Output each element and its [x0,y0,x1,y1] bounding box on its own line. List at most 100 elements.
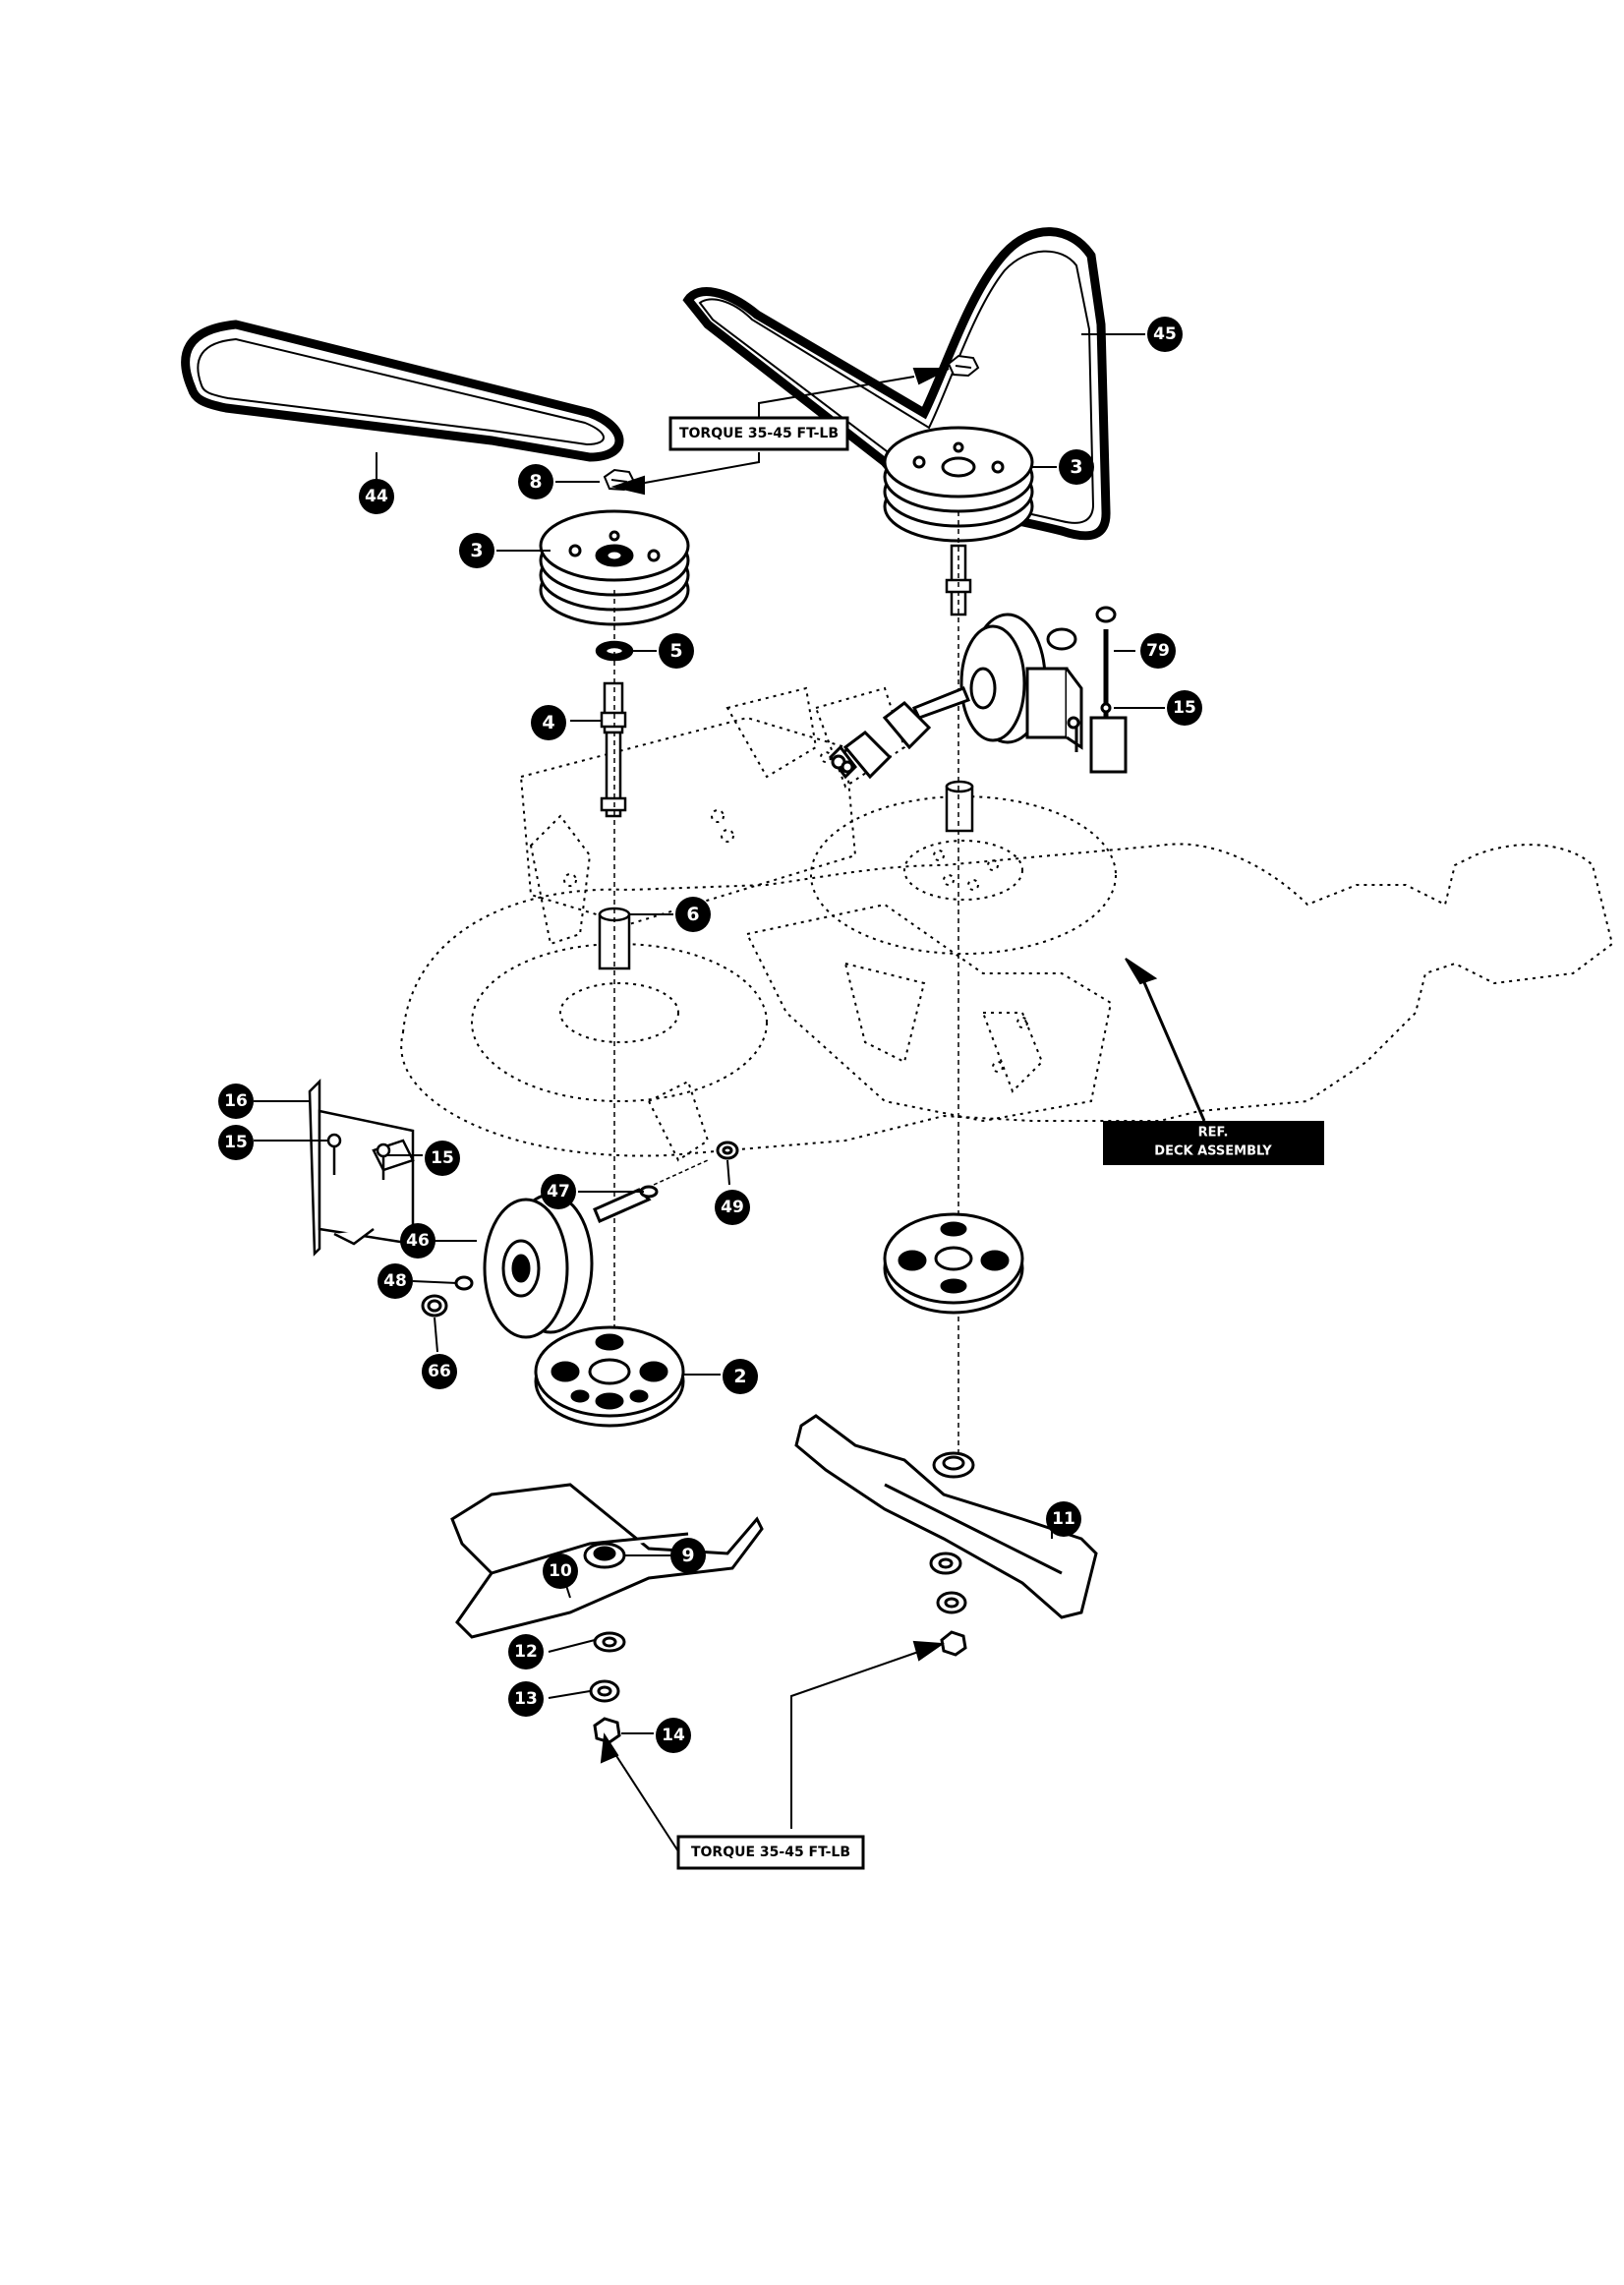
callout-number: 44 [365,487,388,506]
blade-adapter-right [883,1212,1024,1315]
bracket-left [308,1078,415,1257]
callout-number: 10 [549,1561,572,1581]
torque-box-bottom: TORQUE 35-45 FT-LB [676,1835,865,1870]
callout-bubble [659,633,694,669]
pulley-right [883,426,1034,543]
callout-number: 3 [470,540,483,561]
part-callout-79: 79 [1140,633,1176,669]
deck-assembly-label: DECK ASSEMBLY [1154,1144,1272,1159]
part-callout-3: 3 [459,533,494,568]
right-washers [929,1451,975,1657]
nut-right [947,354,980,378]
callout-bubble [1059,449,1094,485]
part-callout-10: 10 [543,1553,578,1589]
part-callout-15: 15 [425,1141,460,1176]
spindle-left [595,590,634,1396]
left-washers [583,1542,626,1744]
torque-label-bottom: TORQUE 35-45 FT-LB [691,1845,850,1860]
callout-number: 15 [1173,698,1196,718]
belt-44 [181,320,624,462]
part-callout-16: 16 [218,1084,254,1119]
callout-bubble [675,897,711,932]
callout-number: 47 [547,1182,570,1201]
callout-number: 13 [514,1689,538,1709]
part-bubbles: 44 45 8 3 3 5 4 79 15 6 16 15 15 47 49 46 48 66 2 9 10 11 12 13… [218,317,1202,1753]
part-callout-12: 12 [508,1634,544,1670]
callout-bubble [723,1359,758,1394]
callout-bubble [543,1553,578,1589]
part-callout-6: 6 [675,897,711,932]
part-callout-47: 47 [541,1174,576,1209]
torque-label-top: TORQUE 35-45 FT-LB [679,426,839,441]
part-callout-15: 15 [1167,690,1202,726]
callout-bubble [656,1718,691,1753]
spindle-right [945,511,974,1465]
callout-bubble [1140,633,1176,669]
callout-bubble [422,1354,457,1389]
part-callout-11: 11 [1046,1501,1081,1537]
part-callout-48: 48 [377,1263,413,1299]
part-callout-66: 66 [422,1354,457,1389]
callout-bubble [218,1084,254,1119]
torque-box-top: TORQUE 35-45 FT-LB [668,416,849,451]
callout-bubble [400,1223,435,1259]
callout-number: 79 [1146,641,1170,661]
callout-number: 66 [428,1362,451,1381]
callout-bubble [1167,690,1202,726]
part-callout-46: 46 [400,1223,435,1259]
callout-number: 15 [431,1148,454,1168]
part-callout-4: 4 [531,705,566,740]
callout-number: 48 [383,1271,407,1291]
callout-number: 12 [514,1642,538,1662]
callout-bubble [459,533,494,568]
gauge-wheel-right [829,606,1128,780]
callout-bubble [508,1634,544,1670]
callout-bubble [1046,1501,1081,1537]
callout-bubble [541,1174,576,1209]
callout-number: 15 [224,1133,248,1152]
callout-number: 46 [406,1231,430,1251]
part-callout-44: 44 [359,479,394,514]
callout-bubble [715,1190,750,1225]
part-callout-15: 15 [218,1125,254,1160]
callout-bubble [518,464,553,499]
ref-label: REF. [1198,1126,1229,1141]
callout-bubble [508,1681,544,1717]
callout-bubble [670,1538,706,1573]
blade-adapter-left [534,1325,685,1428]
callout-number: 6 [686,904,699,925]
callout-number: 45 [1153,324,1177,344]
callout-bubble [425,1141,460,1176]
part-callout-2: 2 [723,1359,758,1394]
callout-number: 2 [733,1366,746,1387]
part-callout-5: 5 [659,633,694,669]
callout-bubble [377,1263,413,1299]
callout-number: 3 [1070,456,1082,478]
part-callout-45: 45 [1147,317,1183,352]
callout-number: 5 [669,640,682,662]
callout-number: 8 [529,471,542,493]
callout-bubble [1147,317,1183,352]
callout-bubble [531,705,566,740]
callout-number: 14 [662,1726,685,1745]
callout-bubble [218,1125,254,1160]
callout-bubble [359,479,394,514]
torque-arrows [600,368,950,1852]
blade-right [794,1414,1098,1619]
deck-housing [400,686,1614,1162]
part-callout-14: 14 [656,1718,691,1753]
ref-deck-box: REF. DECK ASSEMBLY [1103,1121,1324,1165]
callout-number: 9 [681,1545,694,1566]
part-callout-3: 3 [1059,449,1094,485]
pulley-left [539,509,690,626]
callout-number: 4 [542,712,554,733]
leader-lines [254,333,1206,1734]
callout-number: 49 [721,1198,744,1217]
callout-number: 11 [1052,1509,1075,1529]
part-callout-49: 49 [715,1190,750,1225]
part-callout-9: 9 [670,1538,706,1573]
part-callout-8: 8 [518,464,553,499]
part-callout-13: 13 [508,1681,544,1717]
callout-number: 16 [224,1091,248,1111]
